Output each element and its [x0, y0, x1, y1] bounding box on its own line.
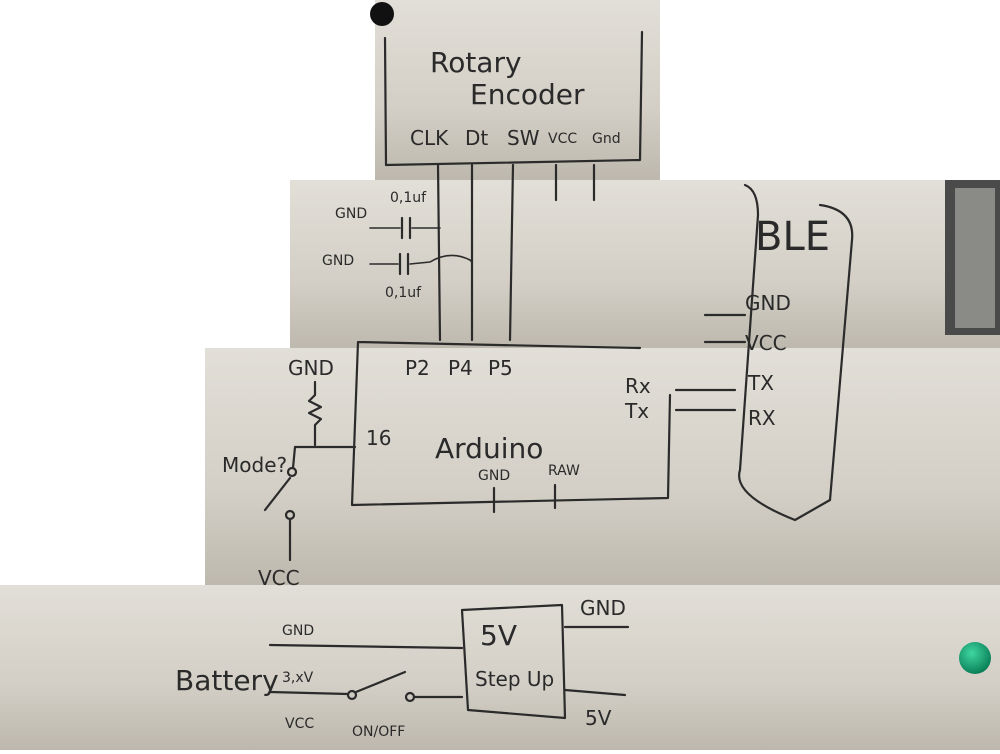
battery-gnd: GND [282, 623, 314, 639]
cap-bottom-gnd: GND [322, 253, 354, 269]
arduino-pin-gnd: GND [478, 468, 510, 484]
ble-module: BLE GND VCC TX RX [703, 183, 854, 522]
encoder-pin-gnd: Gnd [592, 131, 621, 147]
mode-vcc: VCC [258, 566, 300, 590]
encoder-title-line2: Encoder [470, 78, 585, 111]
arduino-pin-16: 16 [366, 426, 391, 450]
ble-pin-tx: TX [747, 371, 774, 395]
encoder-pin-sw: SW [507, 126, 540, 150]
mode-switch: GND Mode? VCC [222, 356, 357, 590]
green-magnet [959, 642, 991, 674]
ble-pin-vcc: VCC [745, 331, 787, 355]
power-switch-label: ON/OFF [352, 724, 405, 740]
arduino-pin-rx: Rx [625, 374, 651, 398]
arduino-pin-p2: P2 [405, 356, 430, 380]
arduino-board: P2 P4 P5 16 Arduino Rx Tx GND RAW [350, 340, 737, 514]
stepup-line2: Step Up [475, 667, 554, 691]
encoder-title-line1: Rotary [430, 46, 522, 79]
stepup-line1: 5V [480, 619, 517, 652]
arduino-pin-raw: RAW [548, 463, 580, 479]
ble-pin-rx: RX [748, 406, 776, 430]
ble-pin-gnd: GND [745, 291, 791, 315]
battery-voltage: 3,xV [282, 670, 314, 686]
cap-top-value: 0,1uf [390, 190, 427, 206]
battery-vcc: VCC [285, 716, 314, 732]
cap-top-gnd: GND [335, 206, 367, 222]
arduino-pin-p5: P5 [488, 356, 513, 380]
arduino-pin-p4: P4 [448, 356, 473, 380]
encoder-pin-vcc: VCC [548, 131, 577, 147]
mode-gnd: GND [288, 356, 334, 380]
rotary-encoder: Rotary Encoder CLK Dt SW VCC Gnd [383, 30, 644, 342]
power-section: Battery GND 3,xV VCC ON/OFF 5V Step Up G… [175, 596, 630, 740]
battery-label: Battery [175, 664, 279, 697]
ble-title: BLE [755, 214, 830, 260]
capacitors: GND 0,1uf GND 0,1uf [322, 190, 473, 301]
arduino-pin-tx: Tx [624, 399, 649, 423]
encoder-pin-clk: CLK [410, 126, 449, 150]
encoder-pin-dt: Dt [465, 126, 488, 150]
stepup-out-5v: 5V [585, 706, 612, 730]
cap-bottom-value: 0,1uf [385, 285, 422, 301]
mode-label: Mode? [222, 453, 287, 477]
arduino-title: Arduino [435, 432, 543, 465]
stepup-out-gnd: GND [580, 596, 626, 620]
